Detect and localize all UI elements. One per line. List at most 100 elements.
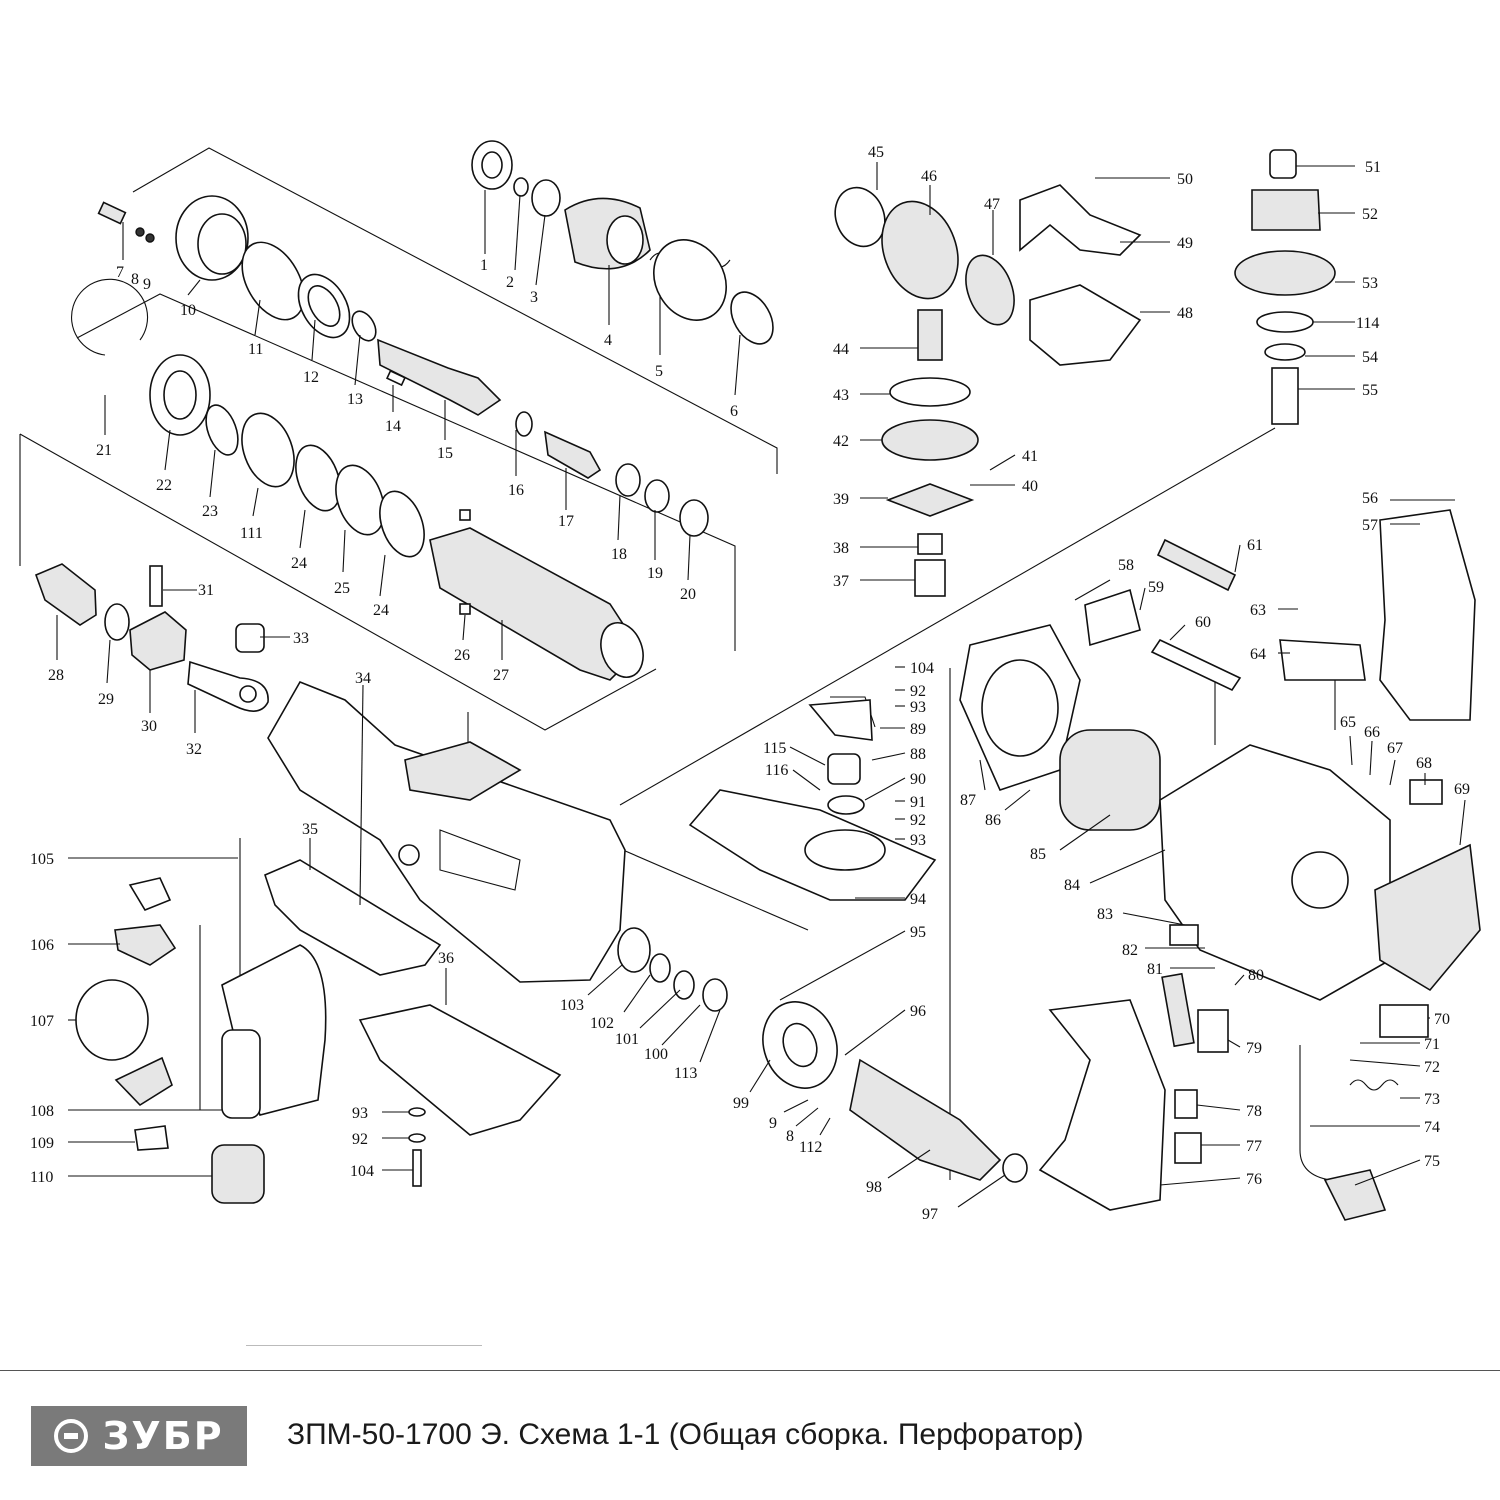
logo-mark-icon bbox=[54, 1419, 89, 1453]
part-number-label: 16 bbox=[508, 482, 524, 499]
caption-description: Схема 1-1 (Общая сборка. Перфоратор) bbox=[518, 1418, 1084, 1451]
part-number-label: 48 bbox=[1177, 305, 1193, 322]
part-number-label: 63 bbox=[1250, 602, 1266, 619]
part-number-label: 55 bbox=[1362, 382, 1378, 399]
part-number-label: 110 bbox=[30, 1169, 53, 1186]
part-number-label: 14 bbox=[385, 418, 401, 435]
part-number-label: 5 bbox=[655, 363, 663, 380]
part-number-label: 54 bbox=[1362, 349, 1378, 366]
part-number-label: 98 bbox=[866, 1179, 882, 1196]
gear-housing bbox=[264, 680, 626, 983]
bearing-assembly bbox=[71, 278, 644, 681]
part-number-label: 71 bbox=[1424, 1036, 1440, 1053]
part-number-label: 37 bbox=[833, 573, 849, 590]
part-number-label: 57 bbox=[1362, 517, 1378, 534]
part-number-label: 52 bbox=[1362, 206, 1378, 223]
part-number-label: 83 bbox=[1097, 906, 1113, 923]
part-number-label: 33 bbox=[293, 630, 309, 647]
part-number-label: 29 bbox=[98, 691, 114, 708]
part-number-label: 13 bbox=[347, 391, 363, 408]
part-number-label: 24 bbox=[373, 602, 389, 619]
part-number-label: 50 bbox=[1177, 171, 1193, 188]
part-number-label: 49 bbox=[1177, 235, 1193, 252]
part-number-label: 58 bbox=[1118, 557, 1134, 574]
part-number-label: 80 bbox=[1248, 967, 1264, 984]
part-number-label: 72 bbox=[1424, 1059, 1440, 1076]
part-number-label: 12 bbox=[303, 369, 319, 386]
part-number-label: 101 bbox=[615, 1031, 639, 1048]
part-number-label: 89 bbox=[910, 721, 926, 738]
part-number-label: 41 bbox=[1022, 448, 1038, 465]
part-number-label: 2 bbox=[506, 274, 514, 291]
part-number-label: 85 bbox=[1030, 846, 1046, 863]
gear-stack bbox=[834, 184, 1142, 597]
part-number-label: 65 bbox=[1340, 714, 1356, 731]
part-number-label: 46 bbox=[921, 168, 937, 185]
part-number-label: 93 bbox=[910, 699, 926, 716]
part-number-label: 92 bbox=[352, 1131, 368, 1148]
part-number-label: 94 bbox=[910, 891, 926, 908]
part-number-label: 113 bbox=[674, 1065, 697, 1082]
part-number-label: 6 bbox=[730, 403, 738, 420]
part-number-label: 82 bbox=[1122, 942, 1138, 959]
part-number-label: 61 bbox=[1247, 537, 1263, 554]
exploded-parts-diagram: 1 2 3 4 5 6 7 8 9 10 11 12 13 14 15 16 1… bbox=[19, 140, 1481, 1223]
part-number-label: 70 bbox=[1434, 1011, 1450, 1028]
part-number-label: 112 bbox=[799, 1139, 822, 1156]
part-number-label: 81 bbox=[1147, 961, 1163, 978]
footer-accent-line bbox=[246, 1345, 482, 1346]
part-number-label: 90 bbox=[910, 771, 926, 788]
part-number-label: 115 bbox=[763, 740, 786, 757]
part-number-label: 67 bbox=[1387, 740, 1403, 757]
part-number-label: 69 bbox=[1454, 781, 1470, 798]
crank-assembly bbox=[34, 563, 269, 712]
part-number-label: 45 bbox=[868, 144, 884, 161]
housing-cover bbox=[358, 1004, 562, 1187]
part-number-label: 116 bbox=[765, 762, 788, 779]
part-number-label: 51 bbox=[1365, 159, 1381, 176]
part-number-label: 8 bbox=[131, 271, 139, 288]
part-number-label: 68 bbox=[1416, 755, 1432, 772]
part-number-label: 27 bbox=[493, 667, 509, 684]
part-number-label: 21 bbox=[96, 442, 112, 459]
part-number-label: 15 bbox=[437, 445, 453, 462]
part-number-label: 22 bbox=[156, 477, 172, 494]
footer-divider bbox=[0, 1370, 1500, 1371]
part-number-label: 40 bbox=[1022, 478, 1038, 495]
part-number-label: 8 bbox=[786, 1128, 794, 1145]
caption-model: ЗПМ-50-1700 Э. bbox=[287, 1418, 510, 1451]
logo-text: ЗУБР bbox=[102, 1414, 224, 1458]
part-number-label: 102 bbox=[590, 1015, 614, 1032]
part-number-label: 35 bbox=[302, 821, 318, 838]
part-number-label: 28 bbox=[48, 667, 64, 684]
part-number-label: 76 bbox=[1246, 1171, 1262, 1188]
part-number-label: 17 bbox=[558, 513, 574, 530]
cam-gear-stack bbox=[1234, 149, 1336, 425]
part-number-label: 86 bbox=[985, 812, 1001, 829]
part-number-label: 92 bbox=[910, 683, 926, 700]
part-number-label: 75 bbox=[1424, 1153, 1440, 1170]
part-number-label: 107 bbox=[30, 1013, 54, 1030]
part-number-label: 97 bbox=[922, 1206, 938, 1223]
switch-cover bbox=[688, 699, 937, 901]
part-number-label: 87 bbox=[960, 792, 976, 809]
side-handle bbox=[75, 838, 327, 1204]
part-number-label: 109 bbox=[30, 1135, 54, 1152]
part-number-label: 114 bbox=[1356, 315, 1379, 332]
part-number-label: 92 bbox=[910, 812, 926, 829]
part-number-label: 39 bbox=[833, 491, 849, 508]
part-number-label: 95 bbox=[910, 924, 926, 941]
part-number-label: 99 bbox=[733, 1095, 749, 1112]
part-number-label: 88 bbox=[910, 746, 926, 763]
part-number-label: 105 bbox=[30, 851, 54, 868]
part-number-label: 73 bbox=[1424, 1091, 1440, 1108]
part-number-label: 43 bbox=[833, 387, 849, 404]
part-number-label: 74 bbox=[1424, 1119, 1440, 1136]
part-number-label: 18 bbox=[611, 546, 627, 563]
part-number-label: 26 bbox=[454, 647, 470, 664]
part-number-label: 4 bbox=[604, 332, 612, 349]
part-number-label: 23 bbox=[202, 503, 218, 520]
part-number-label: 84 bbox=[1064, 877, 1080, 894]
part-number-label: 56 bbox=[1362, 490, 1378, 507]
part-number-label: 96 bbox=[910, 1003, 926, 1020]
